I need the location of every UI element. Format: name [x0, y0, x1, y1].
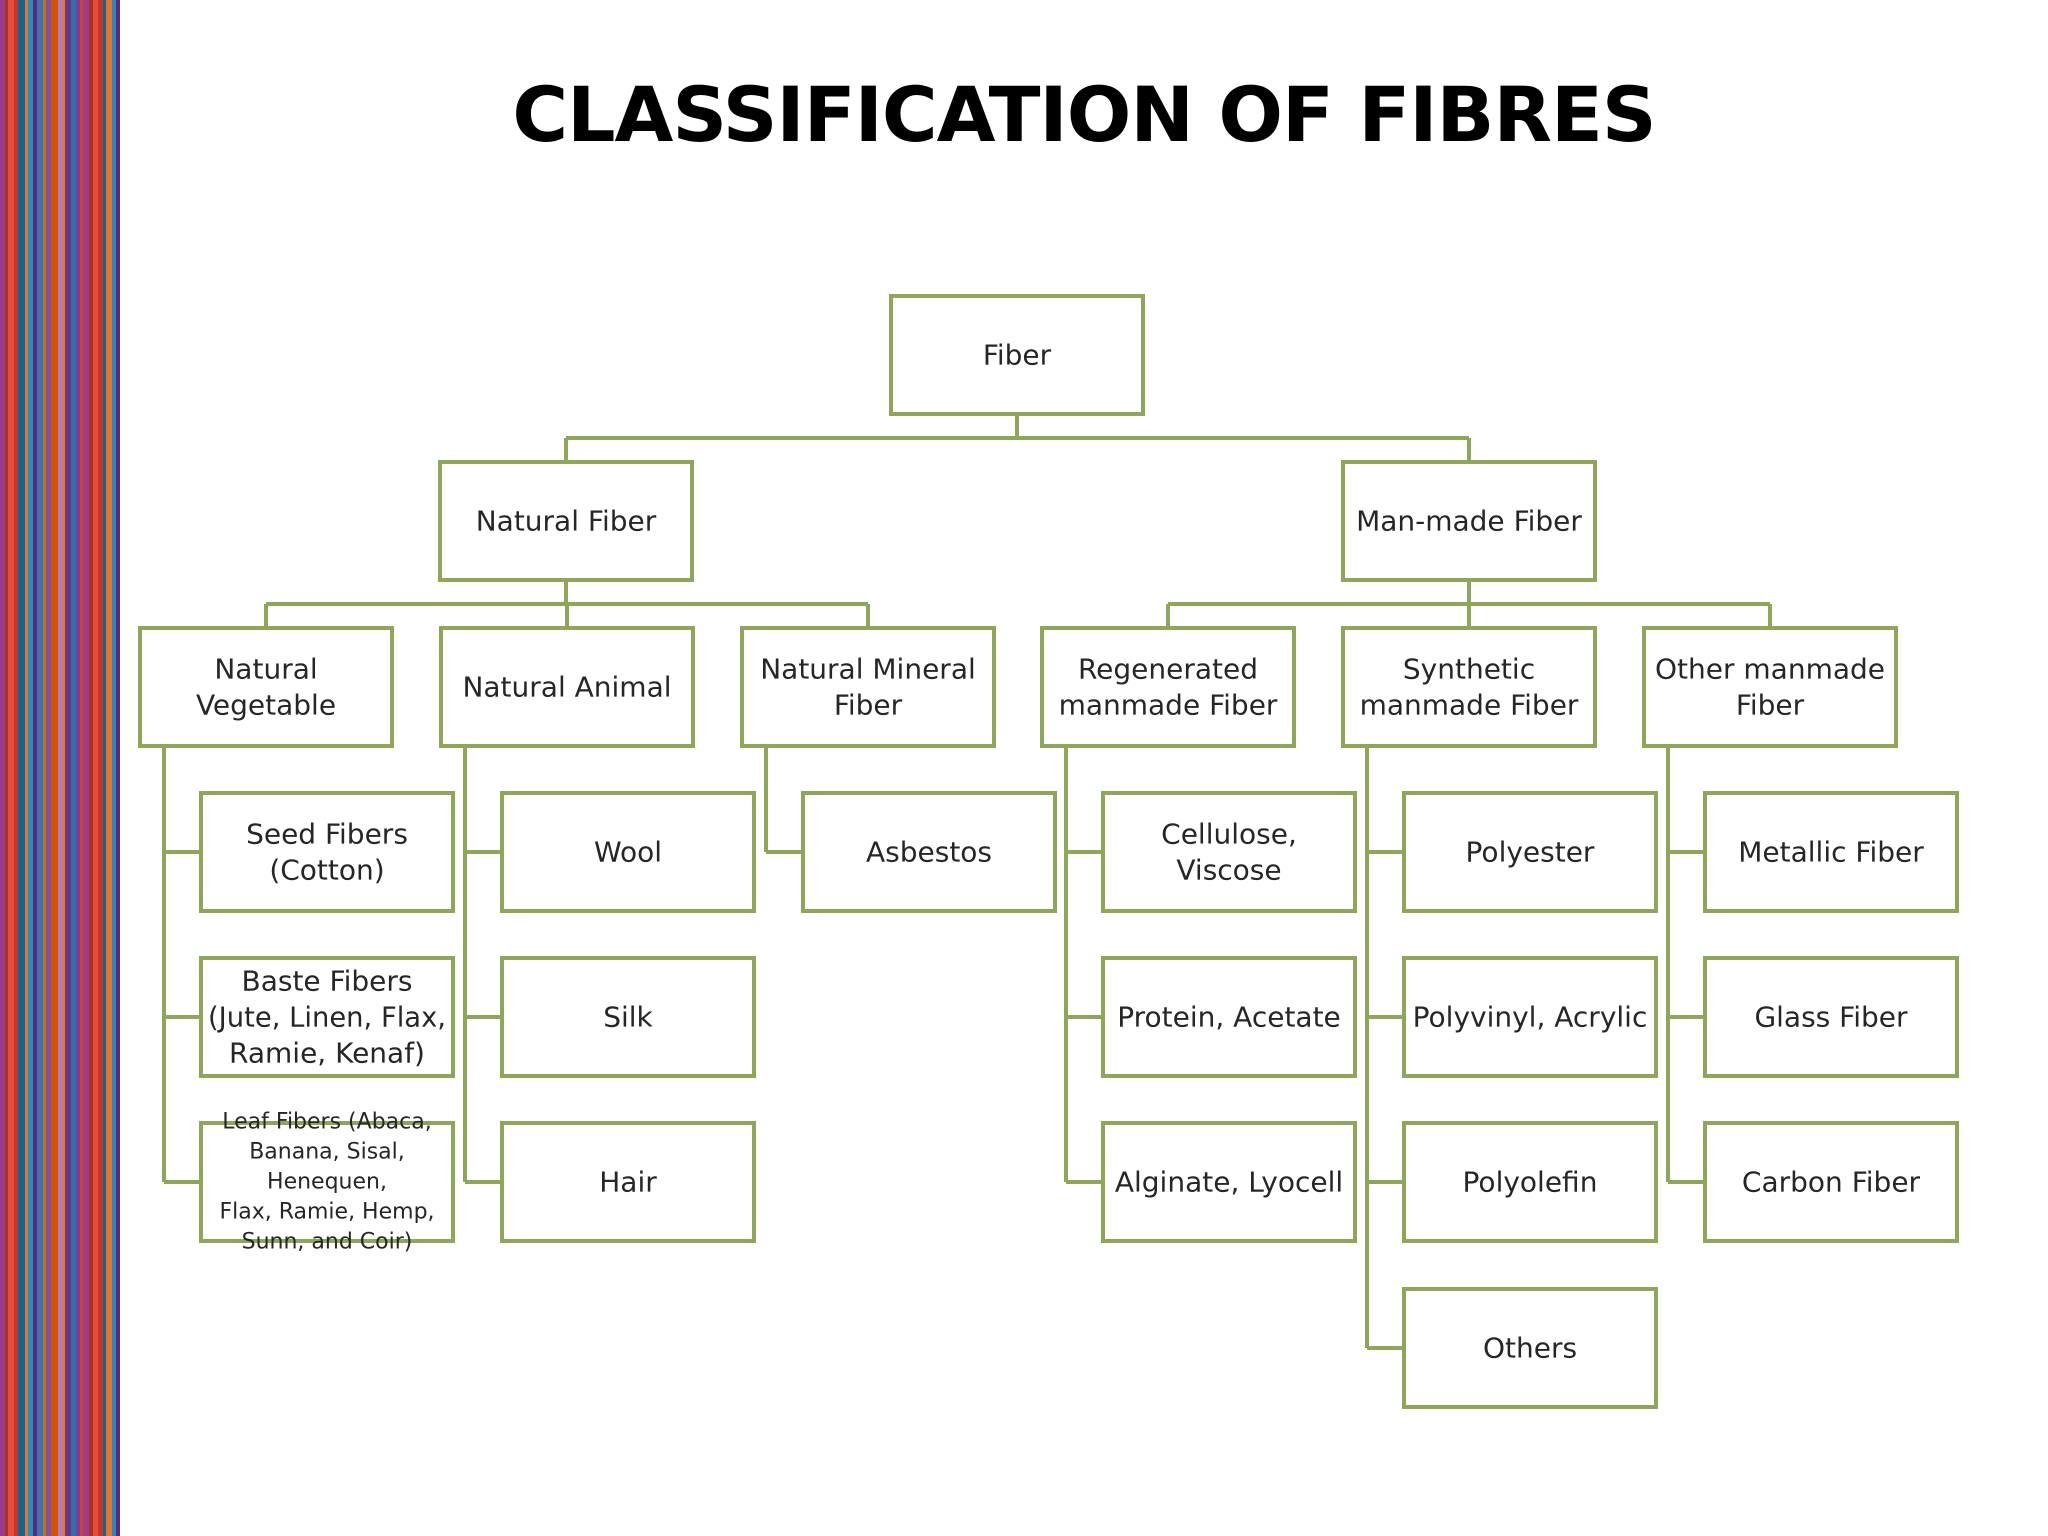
node-metallic-fiber-box: [1703, 791, 1959, 913]
node-alginate-lyocell-box: [1101, 1121, 1357, 1243]
node-glass-fiber-label: Glass Fiber: [1754, 1001, 1908, 1034]
node-leaf-fibers-abaca-banana-sisal-henequen-flax-ramie-hemp-sunn-and-coir-label: Leaf Fibers (Abaca,: [222, 1110, 431, 1135]
node-other-manmade-fiber-box: [1642, 626, 1898, 748]
node-polyester-label: Polyester: [1466, 836, 1595, 869]
node-cellulose-viscose-label: Cellulose,: [1161, 818, 1297, 851]
node-natural-vegetable-label: Natural: [214, 653, 317, 686]
node-polyolefin-box: [1402, 1121, 1658, 1243]
node-leaf-fibers-abaca-banana-sisal-henequen-flax-ramie-hemp-sunn-and-coir: Leaf Fibers (Abaca, Banana, Sisal, Heneque…: [199, 1110, 455, 1255]
node-glass-fiber-box: [1703, 956, 1959, 1078]
node-polyester: Polyester: [1402, 791, 1658, 913]
node-hair: Hair: [500, 1121, 756, 1243]
node-others: Others: [1402, 1287, 1658, 1409]
node-wool-label: Wool: [594, 836, 662, 869]
node-seed-fibers-cotton-label: (Cotton): [269, 854, 384, 887]
node-others-box: [1402, 1287, 1658, 1409]
node-man-made-fiber: Man-made Fiber: [1341, 460, 1597, 582]
node-synthetic-manmade-fiber-label: Synthetic: [1403, 653, 1535, 686]
node-carbon-fiber-box: [1703, 1121, 1959, 1243]
node-other-manmade-fiber-label: Fiber: [1736, 689, 1805, 722]
node-polyvinyl-acrylic: Polyvinyl, Acrylic: [1402, 956, 1658, 1078]
slide-title: CLASSIFICATION OF FIBRES: [512, 70, 1656, 159]
decorative-fiber-strip: [0, 0, 120, 1536]
node-polyvinyl-acrylic-label: Polyvinyl, Acrylic: [1413, 1001, 1648, 1034]
node-seed-fibers-cotton-label: Seed Fibers: [246, 818, 408, 851]
node-alginate-lyocell-label: Alginate, Lyocell: [1115, 1166, 1343, 1199]
node-leaf-fibers-abaca-banana-sisal-henequen-flax-ramie-hemp-sunn-and-coir-label: Henequen,: [267, 1170, 387, 1195]
node-natural-fiber-label: Natural Fiber: [476, 505, 657, 538]
node-asbestos-label: Asbestos: [866, 836, 992, 869]
node-polyolefin-label: Polyolefin: [1463, 1166, 1598, 1199]
node-man-made-fiber-label: Man-made Fiber: [1356, 505, 1582, 538]
node-baste-fibers-jute-linen-flax-ramie-kenaf-label: Ramie, Kenaf): [229, 1037, 425, 1070]
node-cellulose-viscose-label: Viscose: [1176, 854, 1281, 887]
node-fiber-label: Fiber: [983, 339, 1052, 372]
node-natural-animal: Natural Animal: [439, 626, 695, 748]
node-alginate-lyocell: Alginate, Lyocell: [1101, 1121, 1357, 1243]
node-asbestos-box: [801, 791, 1057, 913]
node-natural-mineral-fiber-box: [740, 626, 996, 748]
node-others-label: Others: [1483, 1332, 1577, 1365]
node-baste-fibers-jute-linen-flax-ramie-kenaf-label: Baste Fibers: [241, 965, 412, 998]
node-leaf-fibers-abaca-banana-sisal-henequen-flax-ramie-hemp-sunn-and-coir-label: Sunn, and Coir): [242, 1230, 413, 1255]
node-regenerated-manmade-fiber-label: Regenerated: [1078, 653, 1258, 686]
node-asbestos: Asbestos: [801, 791, 1057, 913]
node-glass-fiber: Glass Fiber: [1703, 956, 1959, 1078]
node-regenerated-manmade-fiber-label: manmade Fiber: [1059, 689, 1278, 722]
node-wool: Wool: [500, 791, 756, 913]
node-polyvinyl-acrylic-box: [1402, 956, 1658, 1078]
node-fiber-box: [889, 294, 1145, 416]
node-wool-box: [500, 791, 756, 913]
node-natural-vegetable-label: Vegetable: [196, 689, 336, 722]
node-baste-fibers-jute-linen-flax-ramie-kenaf-box: [199, 956, 455, 1078]
node-natural-mineral-fiber-label: Fiber: [834, 689, 903, 722]
node-carbon-fiber-label: Carbon Fiber: [1742, 1166, 1921, 1199]
node-natural-fiber: Natural Fiber: [438, 460, 694, 582]
node-regenerated-manmade-fiber-box: [1040, 626, 1296, 748]
node-protein-acetate-box: [1101, 956, 1357, 1078]
node-natural-animal-label: Natural Animal: [462, 671, 671, 704]
node-leaf-fibers-abaca-banana-sisal-henequen-flax-ramie-hemp-sunn-and-coir-label: Flax, Ramie, Hemp,: [219, 1200, 434, 1225]
node-synthetic-manmade-fiber-label: manmade Fiber: [1360, 689, 1579, 722]
node-natural-vegetable-box: [138, 626, 394, 748]
node-hair-label: Hair: [599, 1166, 657, 1199]
node-protein-acetate-label: Protein, Acetate: [1117, 1001, 1341, 1034]
node-carbon-fiber: Carbon Fiber: [1703, 1121, 1959, 1243]
node-leaf-fibers-abaca-banana-sisal-henequen-flax-ramie-hemp-sunn-and-coir-label: Banana, Sisal,: [249, 1140, 405, 1165]
node-silk: Silk: [500, 956, 756, 1078]
node-cellulose-viscose-box: [1101, 791, 1357, 913]
node-hair-box: [500, 1121, 756, 1243]
node-synthetic-manmade-fiber-box: [1341, 626, 1597, 748]
node-seed-fibers-cotton: Seed Fibers(Cotton): [199, 791, 455, 913]
node-fiber: Fiber: [889, 294, 1145, 416]
node-protein-acetate: Protein, Acetate: [1101, 956, 1357, 1078]
node-polyolefin: Polyolefin: [1402, 1121, 1658, 1243]
node-natural-mineral-fiber-label: Natural Mineral: [760, 653, 976, 686]
node-metallic-fiber: Metallic Fiber: [1703, 791, 1959, 913]
node-other-manmade-fiber-label: Other manmade: [1655, 653, 1885, 686]
node-baste-fibers-jute-linen-flax-ramie-kenaf: Baste Fibers(Jute, Linen, Flax,Ramie, Ke…: [199, 956, 455, 1078]
node-metallic-fiber-label: Metallic Fiber: [1738, 836, 1924, 869]
node-silk-label: Silk: [603, 1001, 653, 1034]
node-natural-animal-box: [439, 626, 695, 748]
node-seed-fibers-cotton-box: [199, 791, 455, 913]
node-baste-fibers-jute-linen-flax-ramie-kenaf-label: (Jute, Linen, Flax,: [208, 1001, 446, 1034]
node-cellulose-viscose: Cellulose,Viscose: [1101, 791, 1357, 913]
